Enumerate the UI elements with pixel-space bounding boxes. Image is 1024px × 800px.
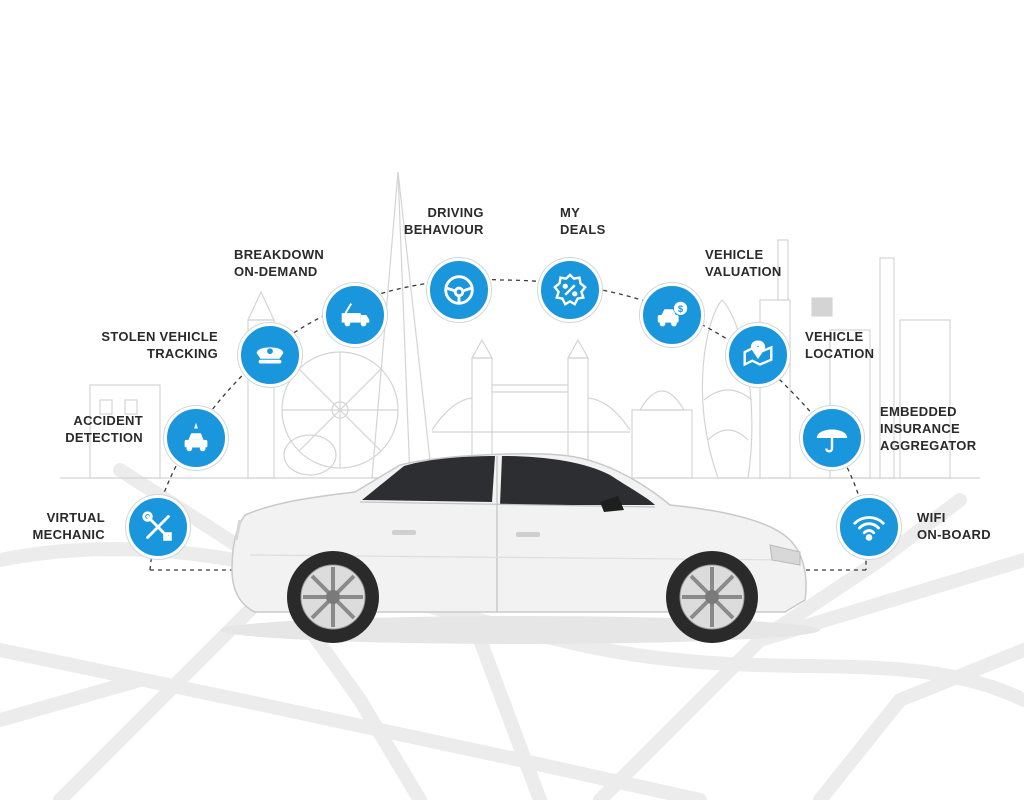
label-line: DRIVING [427, 205, 484, 220]
label-line: AGGREGATOR [880, 438, 977, 453]
label-line: TRACKING [146, 346, 218, 361]
label-line: VEHICLE [705, 247, 764, 262]
label-vehicle-valuation: VEHICLE VALUATION [705, 246, 782, 280]
label-line: VALUATION [705, 264, 782, 279]
label-line: BREAKDOWN [234, 247, 325, 262]
label-stolen-vehicle-tracking: STOLEN VEHICLE TRACKING [101, 328, 218, 362]
map-pin-icon[interactable] [726, 323, 790, 387]
label-driving-behaviour: DRIVING BEHAVIOUR [404, 204, 484, 238]
label-line: WIFI [917, 510, 946, 525]
car-crash-icon[interactable] [164, 406, 228, 470]
label-line: INSURANCE [880, 421, 960, 436]
label-line: DEALS [560, 222, 606, 237]
wifi-icon[interactable] [837, 495, 901, 559]
label-my-deals: MY DEALS [560, 204, 606, 238]
label-line: EMBEDDED [880, 404, 957, 419]
label-line: LOCATION [805, 346, 875, 361]
label-line: ON-DEMAND [234, 264, 318, 279]
steering-wheel-icon[interactable] [427, 258, 491, 322]
label-embedded-insurance-aggregator: EMBEDDED INSURANCE AGGREGATOR [880, 403, 976, 454]
label-vehicle-location: VEHICLE LOCATION [805, 328, 874, 362]
police-cap-icon[interactable] [238, 323, 302, 387]
discount-badge-icon[interactable] [538, 258, 602, 322]
label-line: MY [560, 205, 581, 220]
label-line: VIRTUAL [46, 510, 105, 525]
label-line: MECHANIC [32, 527, 105, 542]
label-line: DETECTION [65, 430, 143, 445]
skyline [60, 171, 980, 479]
wrench-screwdriver-icon[interactable] [126, 495, 190, 559]
tow-truck-icon[interactable] [323, 283, 387, 347]
label-line: ACCIDENT [73, 413, 143, 428]
label-line: BEHAVIOUR [404, 222, 484, 237]
label-virtual-mechanic: VIRTUAL MECHANIC [33, 509, 105, 543]
car-dollar-icon[interactable]: $ [640, 283, 704, 347]
svg-text:$: $ [678, 304, 684, 315]
label-wifi-on-board: WIFI ON-BOARD [917, 509, 991, 543]
label-line: ON-BOARD [917, 527, 991, 542]
umbrella-icon[interactable] [800, 406, 864, 470]
front-wheel [666, 551, 758, 643]
label-breakdown-on-demand: BREAKDOWN ON-DEMAND [234, 246, 324, 280]
label-line: STOLEN VEHICLE [101, 329, 218, 344]
label-accident-detection: ACCIDENT DETECTION [65, 412, 143, 446]
label-line: VEHICLE [805, 329, 864, 344]
rear-wheel [287, 551, 379, 643]
